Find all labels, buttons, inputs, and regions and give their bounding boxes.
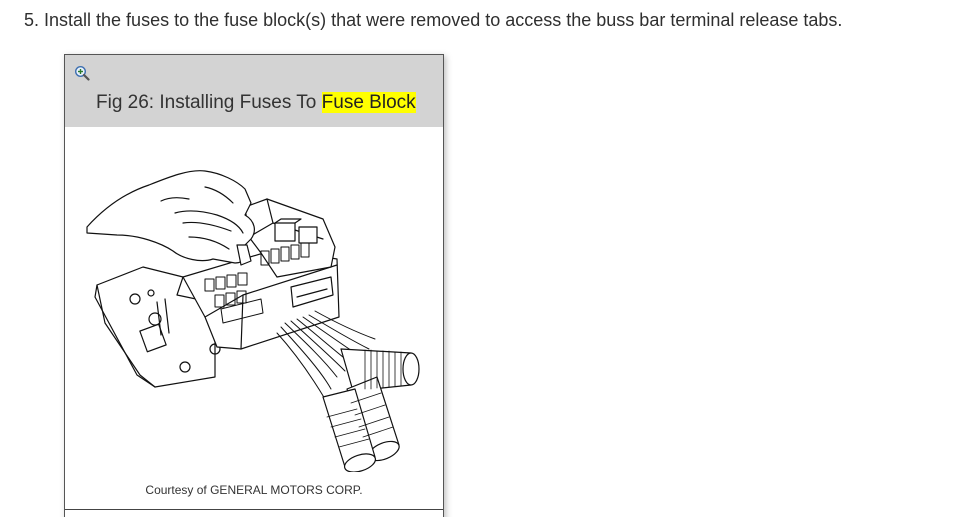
figure-caption: Courtesy of GENERAL MOTORS CORP. <box>145 483 363 497</box>
figure-title-prefix: Fig 26: Installing Fuses To <box>96 92 322 113</box>
fuse-block-illustration[interactable] <box>65 127 443 472</box>
hand <box>86 170 255 264</box>
step-instruction: 5. Install the fuses to the fuse block(s… <box>24 10 843 30</box>
figure-container: Fig 26: Installing Fuses To Fuse Block <box>64 54 444 517</box>
figure-title: Fig 26: Installing Fuses To Fuse Block <box>96 91 416 115</box>
conduit-tubes <box>322 348 420 472</box>
figure-title-highlight: Fuse Block <box>321 92 416 113</box>
wire-harness <box>276 310 376 400</box>
caption-divider <box>65 509 443 510</box>
zoom-in-icon[interactable] <box>74 65 90 81</box>
figure-header: Fig 26: Installing Fuses To Fuse Block <box>65 55 443 127</box>
